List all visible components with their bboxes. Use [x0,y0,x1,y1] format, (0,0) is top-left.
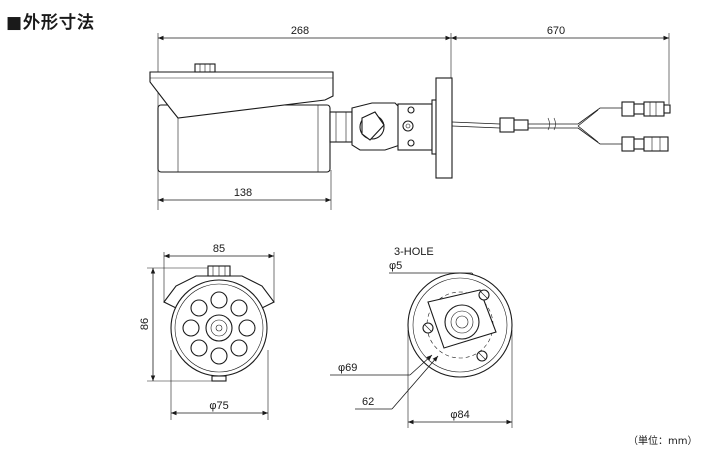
camera-housing-side [149,63,334,173]
dim-268-label: 268 [291,25,309,37]
camera-front [163,265,275,382]
side-view: 268 670 138 [149,25,671,210]
mount-base [407,272,513,378]
mount-view: 3-HOLE φ5 φ69 62 [330,246,513,428]
dim-85-label: 85 [213,243,225,255]
dim-86-label: 86 [139,318,151,330]
front-view: 85 86 φ75 [139,243,275,420]
dim-phi84-label: φ84 [450,409,469,421]
cable-side [451,101,671,152]
dim-phi75-label: φ75 [209,400,228,412]
hole-diameter-label: φ5 [389,260,402,272]
section-title: ■外形寸法 [6,13,96,33]
bracket-side [329,77,453,179]
dim-138-label: 138 [234,187,252,199]
unit-note: （単位：mm） [628,436,698,447]
pcd-label: φ69 [338,362,357,374]
hole-label: 3-HOLE [394,246,434,258]
dim-62-label: 62 [362,396,374,408]
dim-670-label: 670 [547,25,565,37]
